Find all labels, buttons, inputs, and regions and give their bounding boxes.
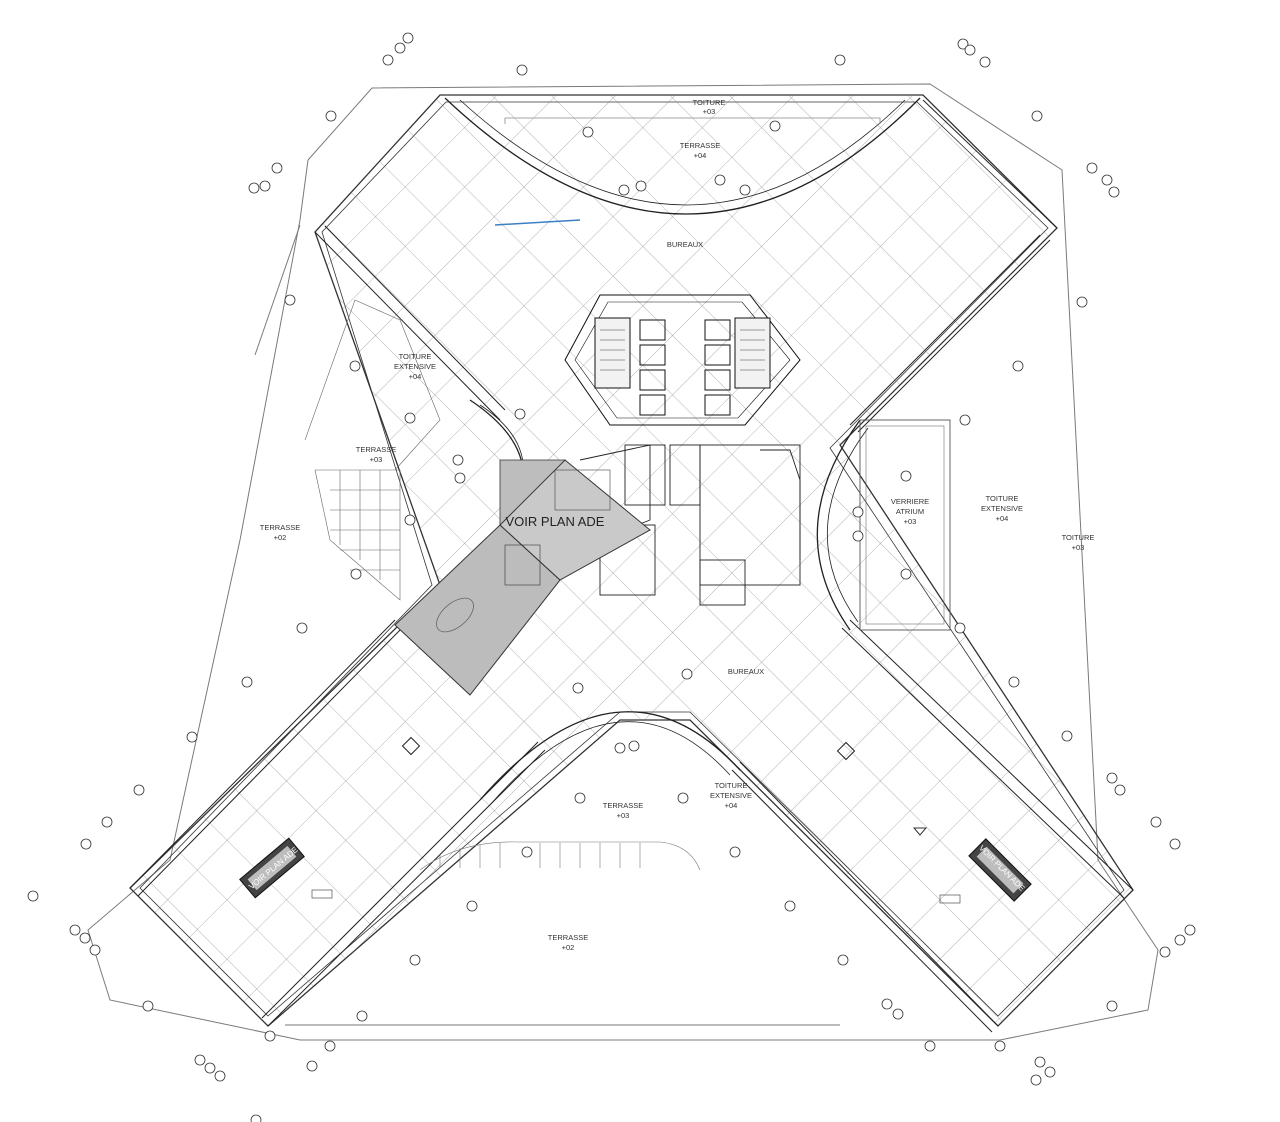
label-toiture-ext-bottom-3: +04 xyxy=(725,801,738,810)
label-terrasse-top-2: +04 xyxy=(694,151,707,160)
top-terrace xyxy=(494,117,881,226)
label-voir-plan-ade: VOIR PLAN ADE xyxy=(506,514,605,529)
label-terrasse-left-02-1: TERRASSE xyxy=(260,523,300,532)
lower-ade-boxes xyxy=(239,736,1032,904)
axis-bubbles xyxy=(27,32,1196,1122)
label-toiture-ext-right-1: TOITURE xyxy=(986,494,1019,503)
label-toiture-ext-right-2: EXTENSIVE xyxy=(981,504,1023,513)
label-terrasse-left-02-2: +02 xyxy=(274,533,287,542)
atrium-skylight xyxy=(859,419,951,631)
label-terrasse-left-03-1: TERRASSE xyxy=(356,445,396,454)
ade-area xyxy=(394,459,651,696)
label-verriere-3: +03 xyxy=(904,517,917,526)
structural-grid xyxy=(130,95,1133,1026)
site-boundary xyxy=(87,83,1159,1041)
wall-bands xyxy=(129,99,1134,1033)
central-core xyxy=(564,294,801,426)
label-terrasse-bottom-03-2: +03 xyxy=(617,811,630,820)
label-toiture-ext-right-3: +04 xyxy=(996,514,1009,523)
label-bureaux-center: BUREAUX xyxy=(728,667,764,676)
label-toiture-ext-left-1: TOITURE xyxy=(399,352,432,361)
left-terrace-grid xyxy=(304,299,441,601)
label-terrasse-left-03-2: +03 xyxy=(370,455,383,464)
label-bureaux-top: BUREAUX xyxy=(667,240,703,249)
label-toiture-ext-bottom-2: EXTENSIVE xyxy=(710,791,752,800)
bottom-terrace-rail xyxy=(419,841,701,871)
label-terrasse-top-1: TERRASSE xyxy=(680,141,720,150)
label-toiture-ext-left-3: +04 xyxy=(409,372,422,381)
label-toiture-ext-bottom-1: TOITURE xyxy=(715,781,748,790)
label-verriere-1: VERRIERE xyxy=(891,497,929,506)
label-verriere-2: ATRIUM xyxy=(896,507,924,516)
label-toiture-right-1: TOITURE xyxy=(1062,533,1095,542)
label-toiture-top-1: TOITURE xyxy=(693,98,726,107)
label-toiture-right-2: +03 xyxy=(1072,543,1085,552)
label-terrasse-bottom-02-2: +02 xyxy=(562,943,575,952)
label-toiture-top-2: +03 xyxy=(703,107,716,116)
label-terrasse-bottom-03-1: TERRASSE xyxy=(603,801,643,810)
label-terrasse-bottom-02-1: TERRASSE xyxy=(548,933,588,942)
label-toiture-ext-left-2: EXTENSIVE xyxy=(394,362,436,371)
